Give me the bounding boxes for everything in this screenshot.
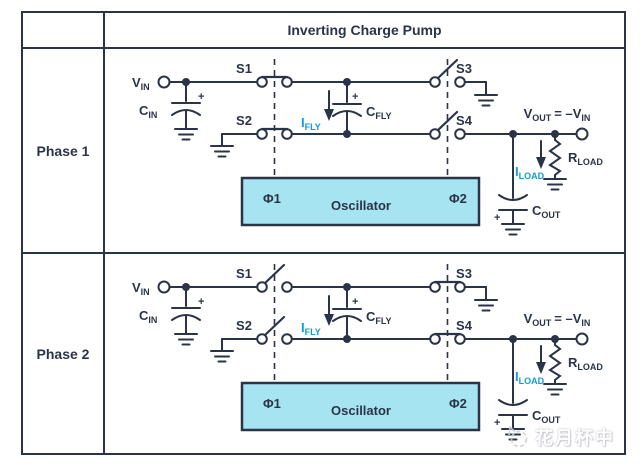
cin-plus: + [198, 91, 204, 103]
oscillator-label: Oscillator [331, 198, 391, 213]
s4-switch [429, 332, 466, 345]
s4-label: S4 [456, 318, 473, 333]
cout-plus: + [494, 212, 500, 224]
s2-ground-symbol [210, 350, 234, 363]
s4-switch [429, 110, 466, 140]
charge-pump-table: Inverting Charge Pump Phase 1 [21, 11, 626, 455]
cout-capacitor: + [494, 338, 528, 430]
junction-dot [343, 335, 351, 343]
cin-label: CIN [139, 308, 157, 325]
s1-switch-blade [262, 263, 286, 286]
phase1-label: Phase 1 [36, 142, 90, 159]
phi2-label: Φ2 [449, 396, 467, 411]
oscillator-box [240, 381, 481, 432]
s3-label: S3 [456, 266, 472, 281]
vin-terminal [157, 280, 171, 294]
s2-label: S2 [236, 318, 252, 333]
junction-dot [343, 130, 351, 138]
iload-label: ILOAD [515, 164, 545, 181]
rload-resistor [548, 133, 562, 180]
phase2-label-cell: Phase 2 [23, 254, 105, 453]
vout-label: VOUT= –VIN [524, 106, 591, 123]
s3-ground-symbol [474, 299, 498, 312]
s1-label: S1 [236, 61, 252, 76]
vout-terminal [575, 332, 589, 346]
phase-2-circuit-diagram: VIN + CIN S1 S2 [132, 263, 603, 441]
cin-ground-symbol [174, 128, 198, 141]
cout-label: COUT [532, 203, 561, 220]
s2-ground-symbol [210, 145, 234, 158]
s3-switch [429, 280, 466, 293]
rload-label: RLOAD [568, 355, 603, 372]
table-header-cell: Inverting Charge Pump [105, 13, 624, 49]
s2-switch [256, 127, 293, 140]
vout-label: VOUT= –VIN [524, 311, 591, 328]
s3-ground-symbol [474, 94, 498, 107]
rload-ground-symbol [543, 383, 567, 396]
rload-resistor [548, 338, 562, 385]
s2-switch-blade [262, 315, 286, 338]
phase2-circuit-cell: VIN + CIN S1 S2 [105, 254, 624, 453]
phase1-circuit-cell: VIN + CIN S1 S2 [105, 49, 624, 254]
cfly-plus: + [352, 296, 358, 308]
rload-label: RLOAD [568, 150, 603, 167]
cout-ground-symbol [501, 223, 525, 236]
cin-capacitor: + [171, 81, 204, 130]
phi1-label: Φ1 [263, 396, 281, 411]
cin-capacitor: + [171, 286, 204, 335]
phase-1-circuit-diagram: VIN + CIN S1 S2 [132, 58, 603, 236]
table-corner-cell [23, 13, 105, 49]
s4-label: S4 [456, 113, 473, 128]
phase1-label-cell: Phase 1 [23, 49, 105, 254]
cout-capacitor: + [494, 133, 528, 225]
cout-plus: + [494, 417, 500, 429]
watermark-text: 花月杯中 [535, 428, 615, 448]
cout-label: COUT [532, 408, 561, 425]
cfly-capacitor: + [332, 286, 362, 340]
s3-label: S3 [456, 61, 472, 76]
cfly-label: CFLY [366, 104, 392, 121]
s2-label: S2 [236, 113, 252, 128]
iload-label: ILOAD [515, 369, 545, 386]
vin-label: VIN [132, 280, 150, 297]
cfly-plus: + [352, 91, 358, 103]
phase2-label: Phase 2 [36, 345, 90, 362]
s3-switch [429, 58, 466, 88]
s2-switch [256, 315, 293, 345]
s3-switch-blade [435, 58, 459, 81]
vout-terminal [575, 127, 589, 141]
cin-label: CIN [139, 103, 157, 120]
s1-label: S1 [236, 266, 252, 281]
vin-terminal [157, 75, 171, 89]
ifly-label: IFLY [301, 115, 321, 132]
ifly-current-arrow [324, 295, 334, 326]
cin-ground-symbol [174, 333, 198, 346]
rload-ground-symbol [543, 178, 567, 191]
iload-current-arrow [536, 345, 546, 374]
phi2-label: Φ2 [449, 191, 467, 206]
oscillator-label: Oscillator [331, 403, 391, 418]
s4-switch-blade [435, 110, 459, 133]
cfly-label: CFLY [366, 309, 392, 326]
watermark-logo-icon [508, 426, 528, 448]
watermark: 花月杯中 [506, 424, 615, 450]
iload-current-arrow [536, 140, 546, 169]
s1-switch [256, 263, 293, 293]
ifly-label: IFLY [301, 320, 321, 337]
vin-label: VIN [132, 75, 150, 92]
cin-plus: + [198, 296, 204, 308]
oscillator-box [240, 176, 481, 227]
s1-switch [256, 75, 293, 88]
ifly-current-arrow [324, 90, 334, 121]
table-title: Inverting Charge Pump [287, 22, 442, 38]
phi1-label: Φ1 [263, 191, 281, 206]
cfly-capacitor: + [332, 81, 362, 135]
